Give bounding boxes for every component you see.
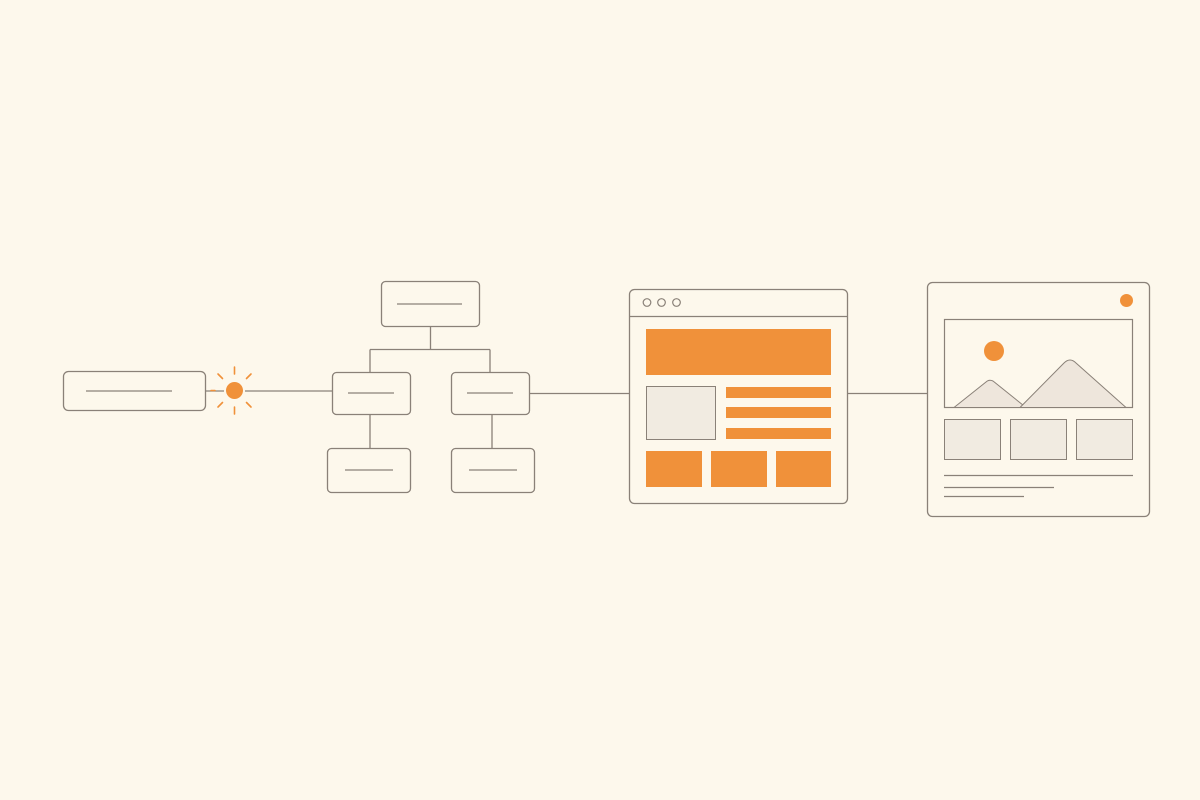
hero-banner-block: [646, 329, 831, 375]
input-box-node: [62, 370, 207, 412]
text-line-blocks: [726, 387, 831, 439]
image-placeholder-icon: [943, 318, 1134, 409]
image-page-frame: [926, 281, 1151, 518]
tree-connectors: [369, 326, 493, 449]
accent-dot: [1120, 294, 1133, 307]
tree-node-right: [450, 371, 531, 416]
tree-node-left: [331, 371, 412, 416]
mountain-icon: [952, 379, 1028, 408]
window-control-dots: [642, 298, 681, 307]
caption-lines: [944, 474, 1133, 498]
tree-node-right-child: [450, 447, 536, 494]
tree-diagram: [326, 280, 536, 494]
mountain-icon: [1018, 359, 1128, 408]
sun-icon: [984, 341, 1004, 361]
tree-node-root: [380, 280, 481, 328]
spark-icon: [210, 366, 252, 415]
image-placeholder-block: [646, 386, 716, 440]
tree-node-left-child: [326, 447, 412, 494]
browser-window-icon: [628, 288, 849, 505]
card-blocks: [646, 451, 831, 487]
thumbnail-blocks: [944, 419, 1133, 460]
